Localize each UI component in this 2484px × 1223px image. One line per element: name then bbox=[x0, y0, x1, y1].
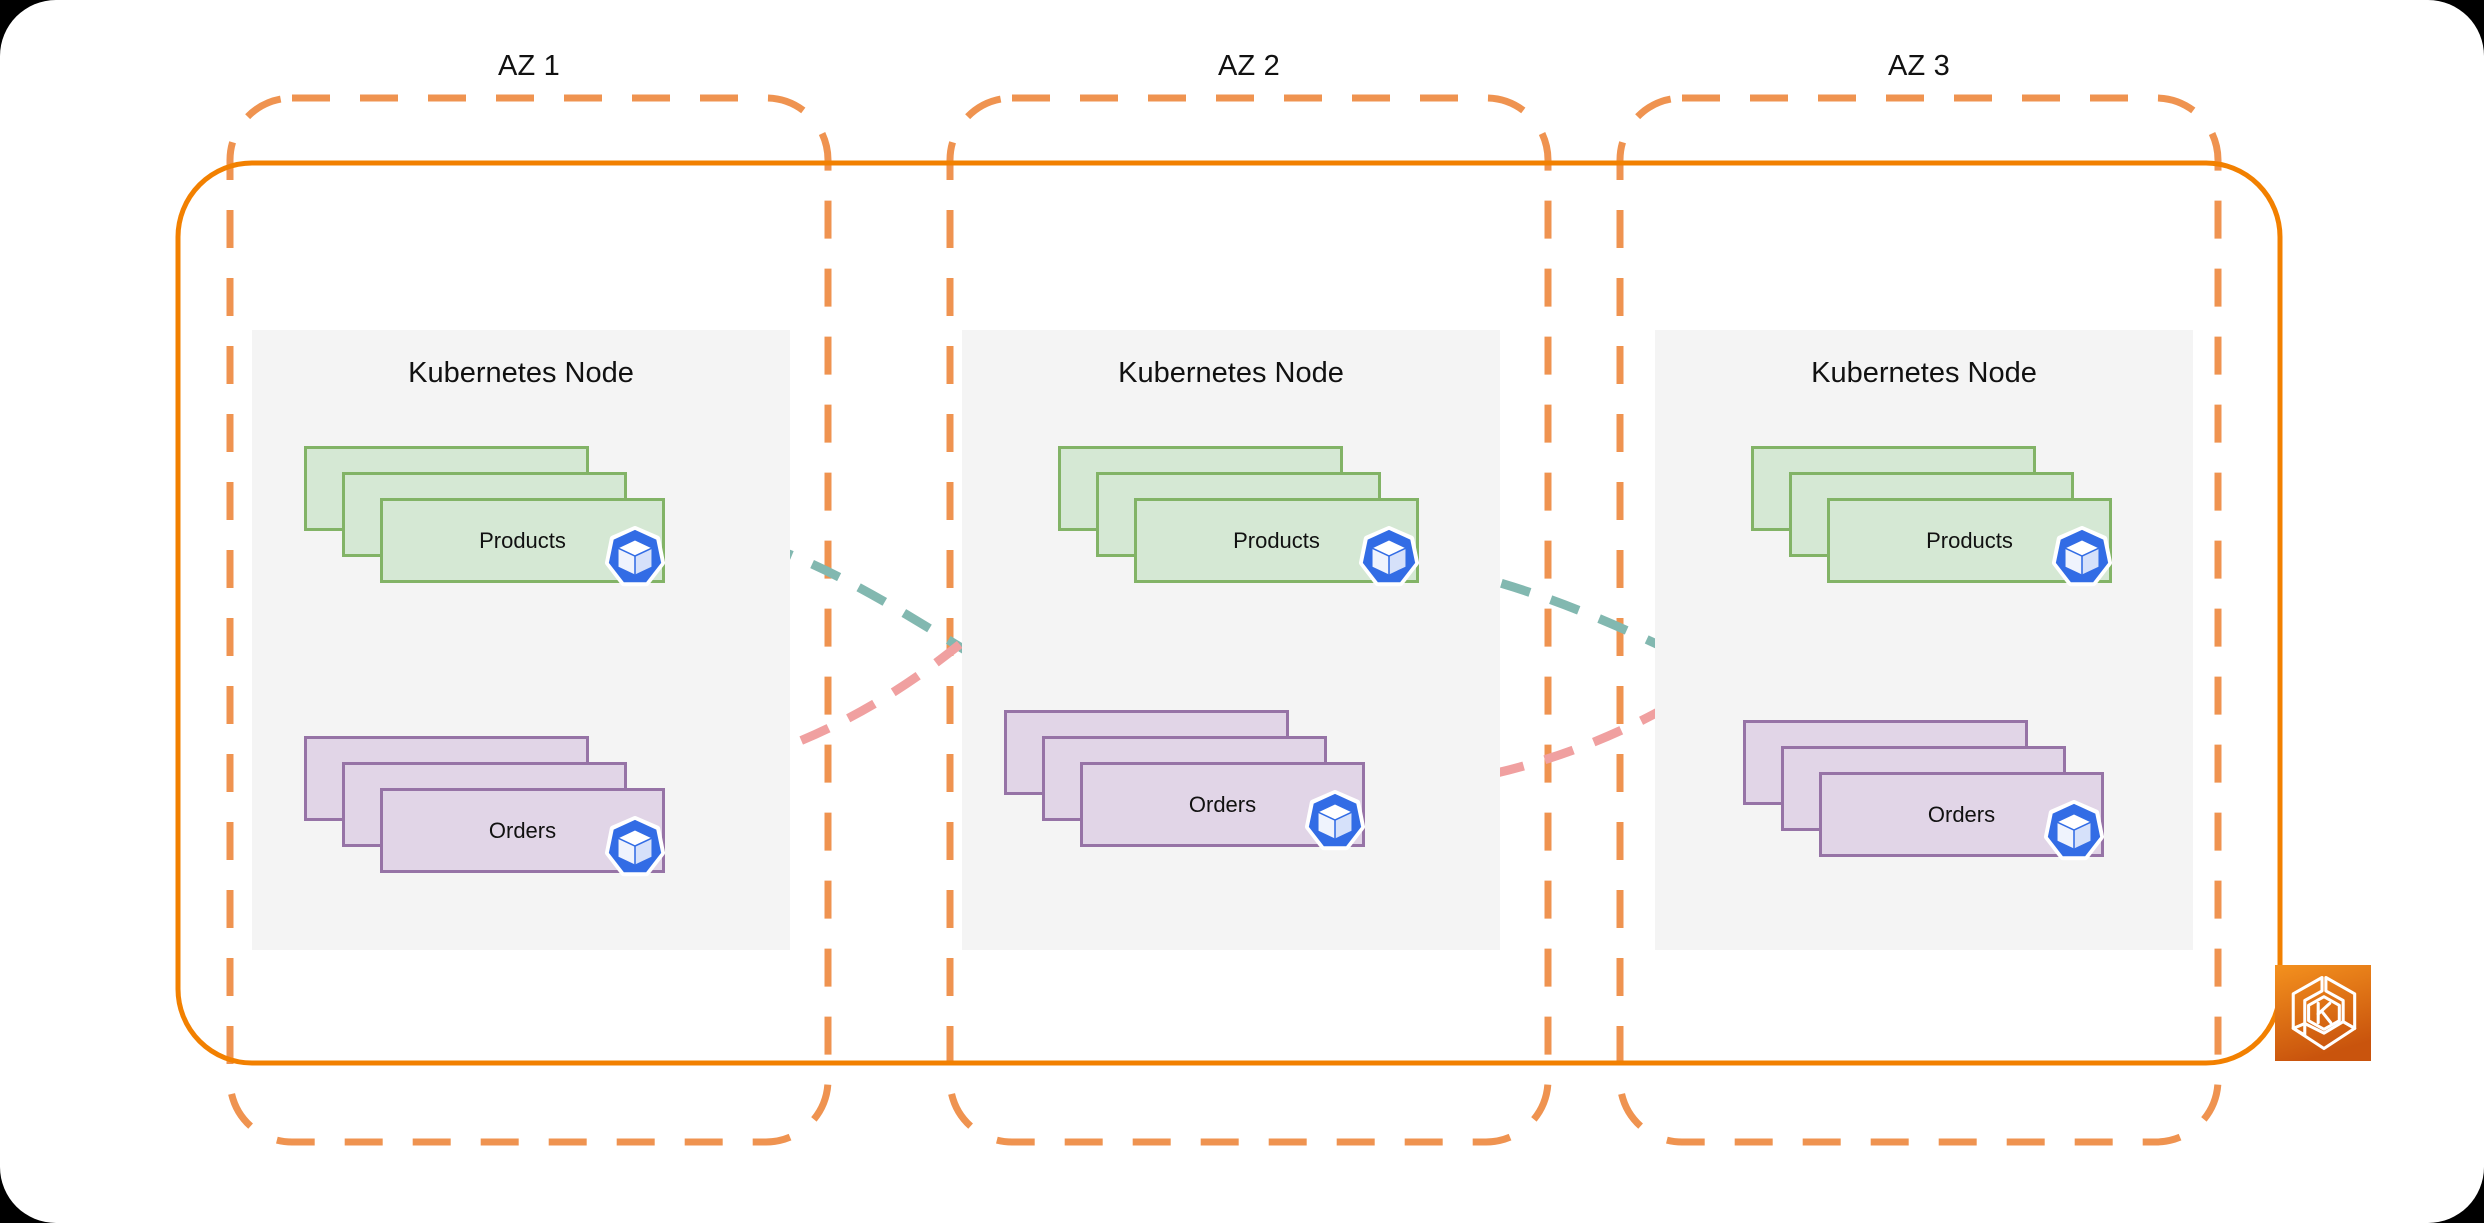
node-title-az2: Kubernetes Node bbox=[1118, 357, 1344, 389]
kubernetes-pod-icon bbox=[1304, 790, 1366, 852]
kubernetes-pod-icon bbox=[2043, 800, 2105, 862]
kubernetes-pod-icon bbox=[604, 816, 666, 878]
pod-label: Products bbox=[1233, 527, 1320, 553]
eks-logo bbox=[2275, 965, 2371, 1061]
pod-stack-products-az1[interactable]: Products bbox=[304, 446, 666, 587]
pod-label: Products bbox=[479, 527, 566, 553]
kubernetes-node-az2[interactable]: Kubernetes Node Products bbox=[962, 330, 1500, 950]
kubernetes-pod-icon bbox=[2051, 526, 2113, 588]
pod-label: Orders bbox=[1927, 801, 1996, 827]
kubernetes-node-az1[interactable]: Kubernetes Node Products bbox=[252, 330, 790, 950]
kubernetes-node-az3[interactable]: Kubernetes Node Products bbox=[1655, 330, 2193, 950]
pod-label: Orders bbox=[1188, 791, 1257, 817]
pod-stack-products-az2[interactable]: Products bbox=[1058, 446, 1420, 587]
kubernetes-pod-icon bbox=[604, 526, 666, 588]
az-label-1: AZ 1 bbox=[497, 50, 561, 82]
kubernetes-pod-icon bbox=[1358, 526, 1420, 588]
az-label-2: AZ 2 bbox=[1217, 50, 1281, 82]
pod-stack-orders-az3[interactable]: Orders bbox=[1743, 720, 2105, 861]
pod-label: Orders bbox=[488, 817, 557, 843]
pod-stack-products-az3[interactable]: Products bbox=[1751, 446, 2113, 587]
node-title-az1: Kubernetes Node bbox=[408, 357, 634, 389]
pod-stack-orders-az2[interactable]: Orders bbox=[1004, 710, 1366, 851]
az-label-3: AZ 3 bbox=[1887, 50, 1951, 82]
pod-label: Products bbox=[1926, 527, 2013, 553]
pod-stack-orders-az1[interactable]: Orders bbox=[304, 736, 666, 877]
node-title-az3: Kubernetes Node bbox=[1811, 357, 2037, 389]
